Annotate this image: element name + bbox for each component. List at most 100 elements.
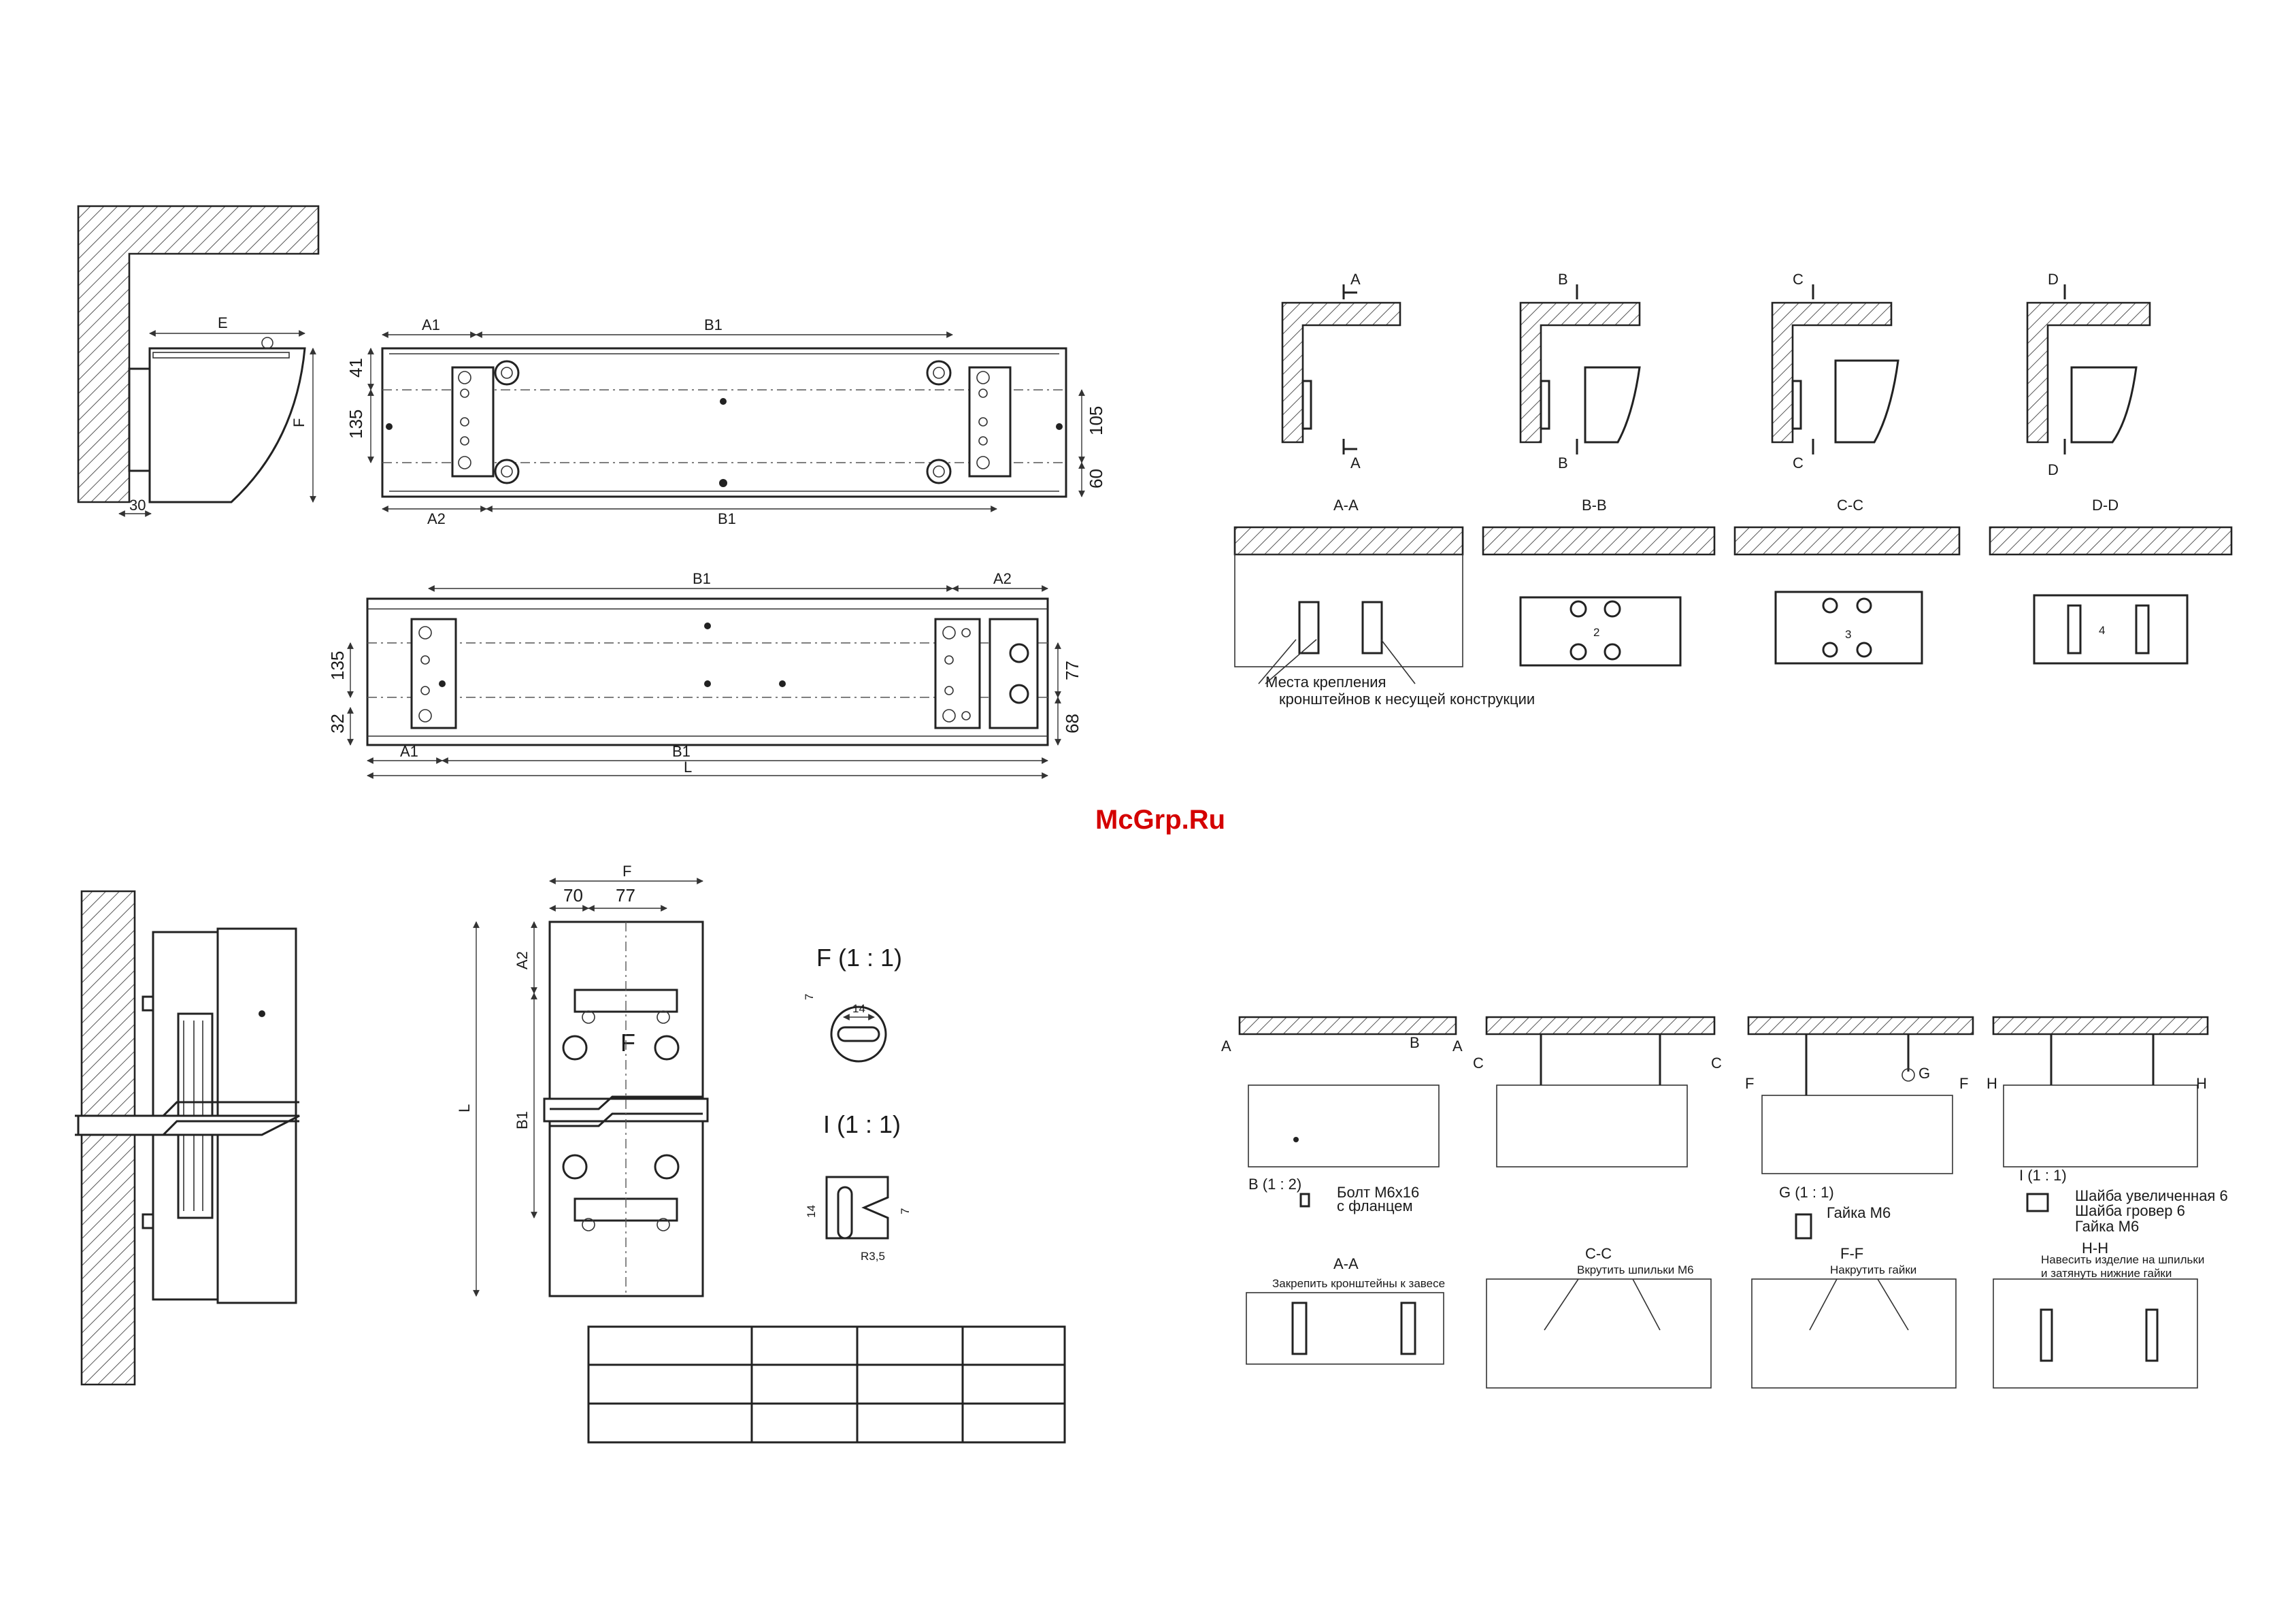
svg-text:D-D: D-D (2092, 497, 2119, 514)
svg-text:4: 4 (2099, 624, 2105, 637)
fan-icons-upper (494, 360, 952, 484)
svg-text:Гайка М6: Гайка М6 (2075, 1218, 2139, 1235)
section-key-b: B B (1519, 271, 1641, 471)
dim-60-label: 60 (1086, 469, 1106, 488)
section-keys-row: A A B B C C D D (1281, 271, 2151, 478)
svg-text:Шайба гровер 6: Шайба гровер 6 (2075, 1202, 2185, 1219)
detail-f: F (1 : 1) 14 7 (803, 944, 902, 1063)
svg-text:F: F (1959, 1075, 1968, 1092)
svg-text:B: B (1558, 454, 1568, 471)
section-key-c: C C (1771, 271, 1899, 471)
dim-32-label: 32 (327, 714, 348, 733)
detail-f-marker: F (620, 1029, 635, 1057)
svg-text:C-C: C-C (1837, 497, 1863, 514)
svg-text:C: C (1793, 271, 1804, 288)
svg-text:H-H: H-H (2082, 1240, 2108, 1257)
svg-text:2: 2 (1593, 626, 1599, 639)
svg-text:C: C (1711, 1055, 1722, 1072)
detail-i: I (1 : 1) 14 7 R3,5 (805, 1110, 912, 1263)
dim-a2-lower: A2 (993, 570, 1012, 587)
side-view-wall-mount: E F 30 (77, 205, 320, 517)
svg-text:Гайка М6: Гайка М6 (1827, 1204, 1891, 1221)
svg-text:H: H (2196, 1075, 2207, 1092)
sections-row-top: A-A Места крепления кронштейнов к несуще… (1233, 497, 2233, 708)
svg-text:с фланцем: с фланцем (1337, 1197, 1413, 1214)
dim-b1-lower-top: B1 (693, 570, 711, 587)
dim-r35: R3,5 (861, 1250, 885, 1263)
dim-14-i: 14 (805, 1205, 818, 1218)
dim-e-label: E (218, 314, 228, 331)
svg-text:D: D (2048, 271, 2059, 288)
dim-l-lower: L (684, 759, 692, 776)
svg-text:3: 3 (1845, 628, 1851, 641)
back-view-upper: A1 B1 A2 B1 41 135 105 60 (346, 316, 1106, 527)
svg-text:F-F: F-F (1840, 1245, 1863, 1262)
svg-text:Шайба увеличенная 6: Шайба увеличенная 6 (2075, 1187, 2228, 1204)
dim-135-lower: 135 (327, 651, 348, 680)
dim-105-label: 105 (1086, 406, 1106, 435)
dim-30-label: 30 (129, 497, 146, 514)
front-view-lower: F 70 77 L A2 B1 F (456, 863, 709, 1297)
dim-a1-top: A1 (422, 316, 440, 333)
ceiling-sections-row: A A B B (1 : 2) Болт М6х16 с фланцем C C… (1221, 1016, 2228, 1240)
dim-135-label: 135 (346, 410, 366, 439)
svg-text:A: A (1452, 1038, 1463, 1055)
svg-text:A: A (1350, 454, 1361, 471)
empty-specs-table (587, 1325, 1066, 1444)
dim-a2-bottom: A2 (427, 510, 446, 527)
dim-l-front: L (456, 1104, 473, 1112)
dim-77-label: 77 (1062, 661, 1082, 680)
svg-text:C: C (1793, 454, 1804, 471)
detail-i-title: I (1 : 1) (823, 1110, 901, 1138)
dim-14-f: 14 (852, 1002, 865, 1015)
dim-7-f: 7 (803, 994, 816, 1000)
svg-text:Болт М6х16: Болт М6х16 (1337, 1184, 1419, 1201)
dim-f-front: F (622, 863, 631, 880)
dim-b1-top: B1 (704, 316, 723, 333)
dim-70-label: 70 (563, 885, 583, 906)
svg-text:G (1 : 1): G (1 : 1) (1779, 1184, 1834, 1201)
dim-b1-front: B1 (514, 1111, 531, 1129)
dim-77-front: 77 (616, 885, 635, 906)
dim-b1-bottom: B1 (718, 510, 736, 527)
bracket-holes-lower (418, 626, 971, 723)
svg-text:A: A (1221, 1038, 1231, 1055)
note-hang-line2: и затянуть нижние гайки (2041, 1267, 2172, 1280)
svg-text:B: B (1558, 271, 1568, 288)
dim-a2-front: A2 (514, 951, 531, 970)
svg-text:G: G (1919, 1065, 1930, 1082)
bracket-holes-left (458, 371, 990, 469)
svg-text:A: A (1350, 271, 1361, 288)
dim-b1-lower: B1 (672, 743, 691, 760)
mount-note-line2: кронштейнов к несущей конструкции (1279, 691, 1535, 708)
mount-note-line1: Места крепления (1265, 674, 1386, 691)
side-view-lower (75, 890, 300, 1386)
svg-text:B: B (1410, 1034, 1420, 1051)
back-view-lower: B1 A2 A1 B1 L 135 32 77 68 (327, 570, 1082, 779)
svg-text:A-A: A-A (1333, 497, 1359, 514)
svg-text:C: C (1473, 1055, 1484, 1072)
svg-text:B (1 : 2): B (1 : 2) (1248, 1176, 1301, 1193)
note-fix-brackets: Закрепить кронштейны к завесе (1272, 1277, 1445, 1290)
note-hang-line1: Навесить изделие на шпильки (2041, 1253, 2204, 1266)
svg-text:C-C: C-C (1585, 1245, 1612, 1262)
section-key-d: D D (2026, 271, 2151, 478)
watermark: McGrp.Ru (1095, 805, 1225, 835)
svg-text:H: H (1987, 1075, 1997, 1092)
dim-f-label: F (290, 418, 308, 427)
ceiling-sections-bottom: A-A Закрепить кронштейны к завесе C-C Вк… (1246, 1240, 2204, 1389)
svg-text:F: F (1745, 1075, 1754, 1092)
dim-41-label: 41 (346, 358, 366, 378)
section-key-a: A A (1281, 271, 1401, 471)
svg-text:D: D (2048, 461, 2059, 478)
detail-f-title: F (1 : 1) (816, 944, 902, 972)
svg-text:B-B: B-B (1582, 497, 1607, 514)
svg-text:A-A: A-A (1333, 1255, 1359, 1272)
note-tighten-nuts: Накрутить гайки (1830, 1263, 1916, 1276)
dim-a1-lower: A1 (400, 743, 418, 760)
dim-68-label: 68 (1062, 714, 1082, 733)
svg-text:I (1 : 1): I (1 : 1) (2019, 1167, 2067, 1184)
dim-7-i: 7 (899, 1208, 912, 1214)
